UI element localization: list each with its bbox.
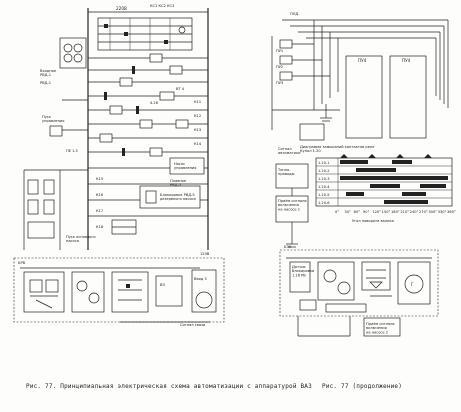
- left-page-caption: Рис. 77. Принципиальная электрическая сх…: [26, 383, 312, 390]
- label-phase-block2: Ввод 3: [194, 277, 207, 281]
- timing-axis-tick-label: 240°: [410, 210, 419, 214]
- label-angle-caption: Угол поворота валика: [352, 219, 394, 223]
- label-coil-2: ПУ2: [276, 65, 283, 69]
- timing-axis-tick-label: 150°: [382, 210, 391, 214]
- timing-row-label: 1.20-6: [318, 201, 330, 205]
- timing-row-label: 1.20-3: [318, 177, 330, 181]
- label-contacts-top: КС1 КС2 КС3: [150, 4, 174, 8]
- label-phase-block: ВЗ: [160, 283, 165, 287]
- timing-axis-tick-label: 300°: [428, 210, 437, 214]
- timing-axis-tick-label: 30°: [344, 210, 351, 214]
- timing-axis-tick-label: 360°: [447, 210, 456, 214]
- timing-row-label: 1.20-5: [318, 193, 330, 197]
- label-coil-a: ВТ 4: [176, 87, 185, 91]
- label-mid-block-1: Тепло-проводы: [277, 168, 295, 176]
- label-coil-b: 4.26: [150, 101, 159, 105]
- label-bottom-bus: 120В: [200, 252, 210, 256]
- timing-axis-tick-label: 180°: [391, 210, 400, 214]
- label-top-main: 220В: [116, 6, 127, 11]
- timing-axis-tick-label: 90°: [363, 210, 370, 214]
- timing-row-label: 1.20-4: [318, 185, 330, 189]
- label-k15: К15: [96, 177, 103, 181]
- label-bottom-left: БРВ: [18, 261, 26, 265]
- label-top-bus: ПЛД: [290, 12, 298, 16]
- label-k13: К13: [194, 128, 201, 132]
- label-coil-3: ПУ3: [276, 81, 283, 85]
- label-k18: К18: [96, 225, 104, 229]
- timing-axis-tick-label: 210°: [400, 210, 409, 214]
- label-k16: К16: [96, 193, 104, 197]
- timing-axis-tick-label: 120°: [372, 210, 381, 214]
- label-mode-switch: ПЕ 1.5: [66, 149, 78, 153]
- timing-axis-tick-label: 330°: [438, 210, 447, 214]
- label-bottom-bus-right: БЗК: [284, 245, 292, 249]
- label-rvd1: РВД-1: [40, 81, 51, 85]
- label-unit-a: ПУ4: [358, 58, 367, 63]
- timing-axis-tick-label: 0°: [335, 210, 339, 214]
- right-page-caption: Рис. 77 (продолжение): [322, 383, 403, 390]
- label-k12: К12: [194, 114, 201, 118]
- contact-timing-diagram: 1.20-1 1.20-2 1.20-3 1.20-4 1.20-5 1.20-6 0° 3…: [315, 154, 456, 223]
- label-unit-b: ПУ4: [402, 58, 411, 63]
- timing-row-label: 1.20-1: [318, 161, 330, 165]
- label-bottom-signal: Сигнал связи: [180, 323, 206, 327]
- timing-axis-tick-label: 60°: [354, 210, 361, 214]
- label-bottom-gen: Г: [411, 282, 414, 287]
- label-k17: К17: [96, 209, 103, 213]
- timing-row-label: 1.20-2: [318, 169, 330, 173]
- label-k11: К11: [194, 100, 201, 104]
- label-k14: К14: [194, 142, 202, 146]
- timing-axis-tick-label: 270°: [419, 210, 428, 214]
- label-coil-1: ПУ1: [276, 49, 283, 53]
